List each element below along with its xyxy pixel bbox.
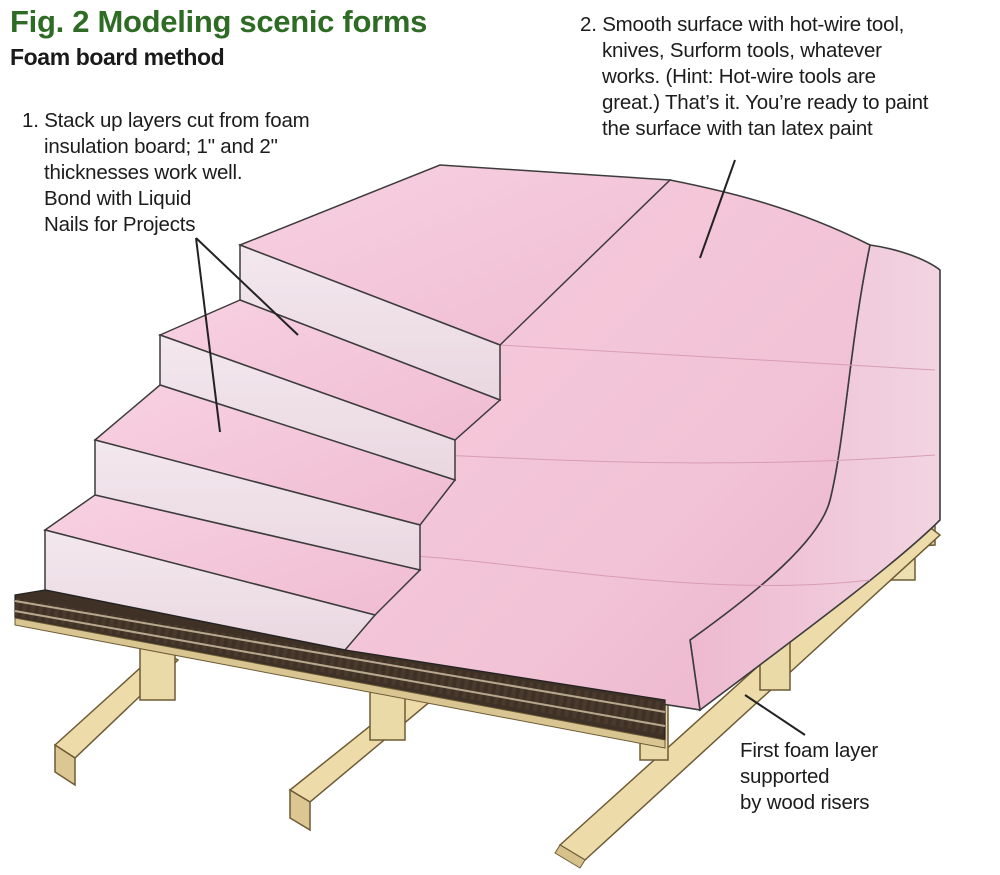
callout-risers-line: supported: [740, 765, 830, 788]
figure-title: Fig. 2 Modeling scenic forms: [10, 4, 428, 39]
track-rail-2: [14, 610, 666, 727]
riser-middle-board: [288, 689, 434, 803]
leader-step2: [699, 159, 736, 259]
riser-middle-board-face: [289, 788, 311, 832]
track-ties: [15, 598, 665, 735]
callout-risers-line: by wood risers: [740, 791, 870, 814]
leader-lines: [195, 159, 806, 736]
callout-risers-line: First foam layer: [740, 739, 879, 762]
callout-step1-line: Bond with Liquid: [44, 187, 192, 210]
callout-risers: First foam layer supported by wood riser…: [740, 738, 878, 816]
riser-left-board-face: [54, 743, 76, 787]
callout-step1-line: thicknesses work well.: [44, 161, 243, 184]
callout-step2-line: great.) That’s it. You’re ready to paint: [602, 91, 929, 114]
figure-subtitle: Foam board method: [10, 44, 225, 70]
track-rail-1: [14, 600, 666, 713]
callout-step1-line: Nails for Projects: [44, 213, 196, 236]
model-railroad-track: [14, 589, 666, 749]
callout-step2-line: 2. Smooth surface with hot-wire tool,: [580, 13, 905, 36]
layer-seam-3: [394, 554, 871, 587]
leader-step1-a: [195, 237, 299, 336]
layer-seam-2: [439, 454, 936, 464]
callout-step2-line: knives, Surform tools, whatever: [602, 39, 882, 62]
callout-step1-line: 1. Stack up layers cut from foam: [22, 109, 310, 132]
track-roadbed-edge: [14, 617, 666, 749]
callout-step2-line: works. (Hint: Hot-wire tools are: [602, 65, 876, 88]
stacked-foam-boards: [43, 164, 672, 651]
riser-diagonal-edge: [554, 844, 586, 869]
callout-step2-line: the surface with tan latex paint: [602, 117, 873, 140]
callout-step2: 2. Smooth surface with hot-wire tool, kn…: [580, 12, 928, 142]
layer-seam-1: [499, 344, 936, 371]
leader-step1-b: [195, 237, 221, 433]
smoothed-foam-mass: [338, 179, 941, 712]
callout-step1-line: insulation board; 1" and 2": [44, 135, 278, 158]
leader-risers: [744, 694, 806, 736]
callout-step1: 1. Stack up layers cut from foam insulat…: [22, 108, 310, 238]
